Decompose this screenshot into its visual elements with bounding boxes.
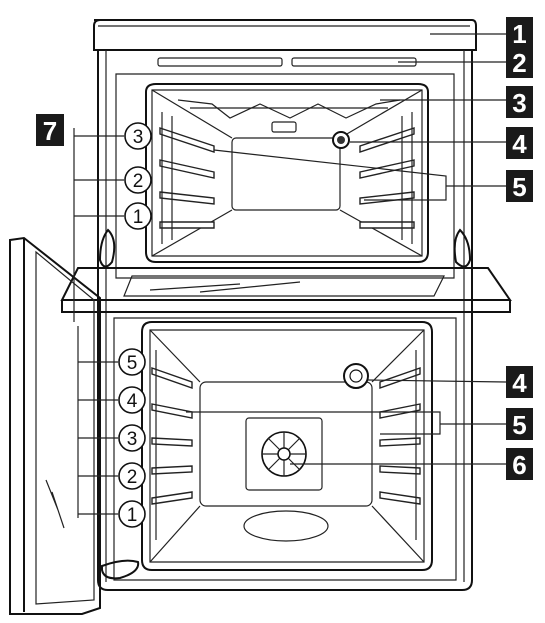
- svg-text:4: 4: [512, 368, 527, 398]
- leader-lines: [73, 33, 507, 518]
- callout-5-top: 5: [506, 170, 533, 202]
- svg-text:3: 3: [133, 127, 144, 148]
- lower-shelf-level-2: 2: [118, 462, 146, 490]
- svg-text:1: 1: [127, 505, 138, 526]
- callout-2: 2: [506, 46, 533, 78]
- upper-shelf-level-1: 1: [124, 202, 152, 230]
- svg-text:1: 1: [133, 207, 144, 228]
- vent-slot-right: [291, 57, 417, 67]
- svg-text:2: 2: [127, 467, 138, 488]
- svg-text:6: 6: [512, 450, 526, 480]
- callout-4-bottom: 4: [506, 366, 533, 398]
- left-hinge: [98, 228, 116, 268]
- lower-door-hinge: [101, 559, 140, 580]
- lower-shelf-level-5: 5: [118, 348, 146, 376]
- upper-left-shelf-runners: [159, 112, 215, 244]
- lower-shelf-level-1: 1: [118, 500, 146, 528]
- lower-right-shelf-runners: [379, 350, 421, 540]
- callout-6: 6: [506, 448, 533, 480]
- upper-shelf-level-3: 3: [124, 122, 152, 150]
- svg-text:2: 2: [512, 48, 526, 78]
- svg-text:5: 5: [512, 172, 526, 202]
- callout-3: 3: [506, 86, 533, 118]
- lower-oven-cavity: [113, 317, 457, 581]
- svg-text:7: 7: [43, 116, 57, 146]
- callout-5-bottom: 5: [506, 408, 533, 440]
- svg-text:5: 5: [127, 353, 138, 374]
- oven-body: [93, 19, 477, 591]
- svg-text:3: 3: [127, 429, 138, 450]
- upper-oven-cavity: [145, 83, 429, 263]
- upper-right-shelf-runners: [359, 112, 415, 244]
- callout-4-top: 4: [506, 127, 533, 159]
- callout-7: 7: [36, 114, 64, 146]
- control-panel: [93, 19, 477, 51]
- svg-text:2: 2: [133, 171, 144, 192]
- fan-icon: [261, 431, 307, 477]
- vent-slot-left: [157, 57, 283, 67]
- grill-element: [177, 99, 401, 119]
- right-hinge: [453, 228, 472, 268]
- lower-shelf-level-markers: 5 4 3 2 1: [118, 348, 146, 528]
- svg-text:4: 4: [512, 129, 527, 159]
- svg-text:4: 4: [127, 391, 138, 412]
- fan-cover: [245, 417, 323, 491]
- upper-shelf-level-2: 2: [124, 166, 152, 194]
- lower-oven-door: [9, 236, 140, 615]
- callout-boxes: 1 2 3 4 5 4 5 6: [36, 17, 533, 480]
- upper-oven-door: [60, 267, 512, 313]
- lower-back-panel: [199, 381, 373, 507]
- svg-text:3: 3: [512, 88, 526, 118]
- svg-text:5: 5: [512, 410, 526, 440]
- upper-back-panel: [231, 137, 341, 211]
- svg-text:1: 1: [512, 19, 526, 49]
- upper-shelf-level-markers: 3 2 1: [124, 122, 152, 230]
- lower-left-shelf-runners: [151, 350, 193, 540]
- callout-1: 1: [506, 17, 533, 49]
- lower-shelf-level-3: 3: [118, 424, 146, 452]
- lower-shelf-level-4: 4: [118, 386, 146, 414]
- lower-floor-plate: [243, 510, 329, 542]
- oven-frame: [97, 50, 473, 591]
